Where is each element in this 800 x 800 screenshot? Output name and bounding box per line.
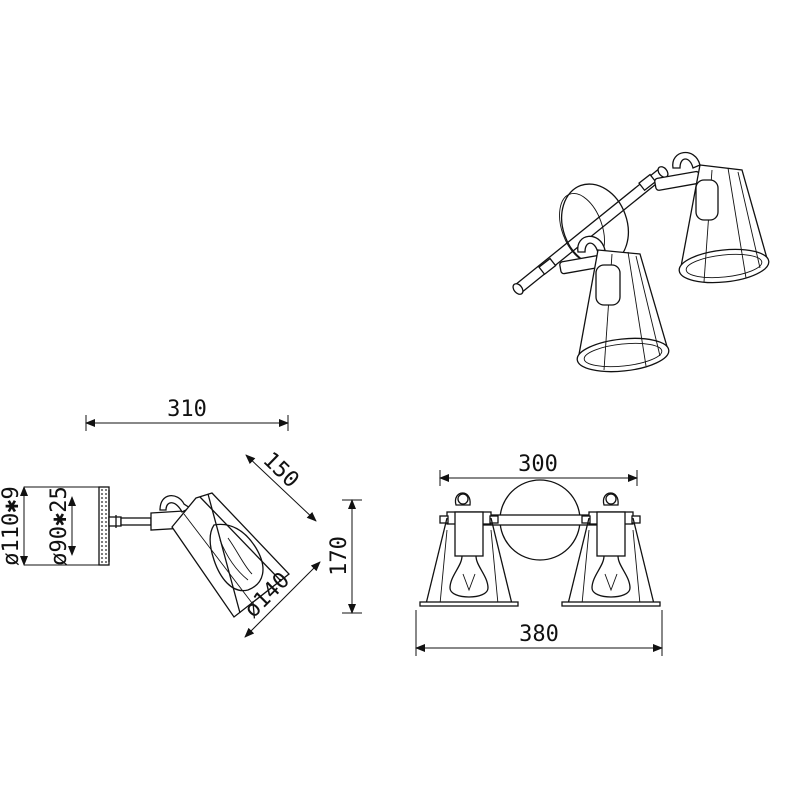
front-view: [419, 479, 661, 607]
dim-phi110: ø110✱9: [0, 486, 24, 565]
perspective-view: [512, 151, 770, 373]
dim-phi90: ø90✱25: [47, 486, 72, 565]
dim-310: 310: [167, 397, 207, 422]
dim-380: 380: [519, 622, 559, 647]
dim-150: 150: [258, 448, 304, 494]
front-dimensions: 300 380: [415, 452, 663, 656]
dim-170: 170: [327, 536, 352, 576]
dim-300: 300: [518, 452, 558, 477]
